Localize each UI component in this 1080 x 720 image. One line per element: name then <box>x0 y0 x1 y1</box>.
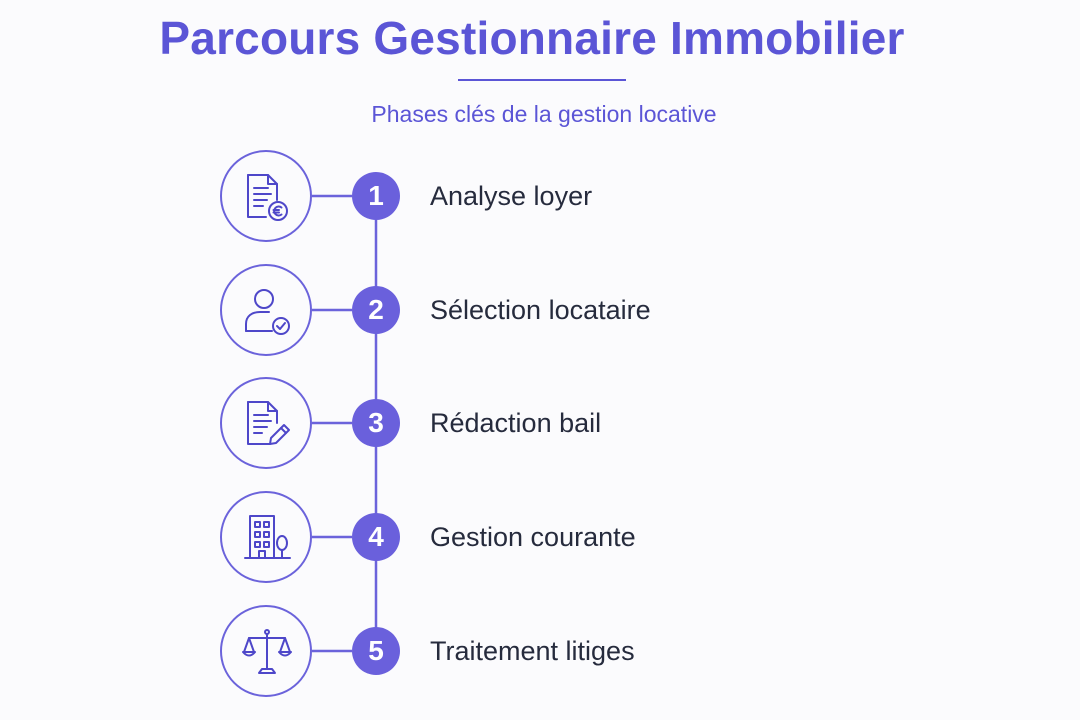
step-3-icon-circle <box>220 377 312 469</box>
step-3-label: Rédaction bail <box>430 408 602 438</box>
step-4-icon-circle <box>220 491 312 583</box>
building-tree-icon <box>244 515 291 559</box>
step-5-number-badge: 5 <box>352 627 400 675</box>
step-4-number-badge: 4 <box>352 513 400 561</box>
step-2-number-badge: 2 <box>352 286 400 334</box>
user-check-icon <box>245 289 290 335</box>
diagram-title: Parcours Gestionnaire Immobilier <box>159 12 905 64</box>
title-underline <box>458 79 626 81</box>
step-1-label: Analyse loyer <box>430 181 593 211</box>
step-5-icon-circle <box>220 605 312 697</box>
document-euro-icon <box>247 174 288 221</box>
diagram-subtitle: Phases clés de la gestion locative <box>371 101 717 127</box>
step-1-number-badge: 1 <box>352 172 400 220</box>
step-5-label: Traitement litiges <box>430 636 635 666</box>
scales-icon <box>242 629 292 674</box>
step-2-label: Sélection locataire <box>430 295 651 325</box>
step-2-icon-circle <box>220 264 312 356</box>
step-1-icon-circle <box>220 150 312 242</box>
step-3-number-badge: 3 <box>352 399 400 447</box>
document-pen-icon <box>247 401 290 445</box>
step-4-label: Gestion courante <box>430 522 636 552</box>
